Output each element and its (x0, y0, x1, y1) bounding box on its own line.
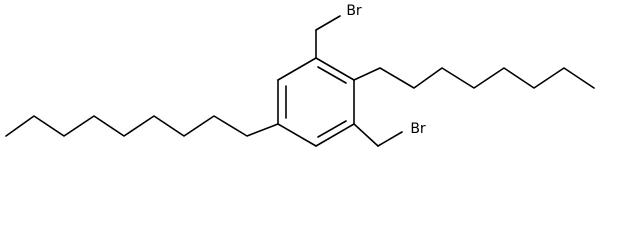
ring-inner-double-bond (317, 120, 347, 138)
chemical-structure-canvas: Br Br (5, 3, 595, 147)
top-bromomethyl-group: Br (315, 3, 362, 59)
top-ch2-br-bond (315, 15, 341, 31)
left-octyl-chain-bonds (5, 115, 279, 137)
left-octyl-chain (5, 115, 279, 137)
bottom-bromomethyl-group: Br (353, 121, 426, 147)
ring-bond (277, 123, 317, 147)
ring-bond (277, 57, 317, 81)
benzene-ring (277, 57, 355, 147)
bottom-ch2-br-bond (377, 131, 403, 147)
bottom-ch2-bond (353, 123, 379, 147)
top-bromine-label: Br (346, 3, 362, 19)
molecule-diagram: Br Br (5, 3, 595, 147)
right-octyl-chain-bonds (353, 67, 595, 89)
ring-bond (315, 57, 355, 81)
ring-bond (315, 123, 355, 147)
right-octyl-chain (353, 67, 595, 89)
bottom-bromine-label: Br (410, 121, 426, 137)
ring-inner-double-bond (317, 66, 347, 84)
